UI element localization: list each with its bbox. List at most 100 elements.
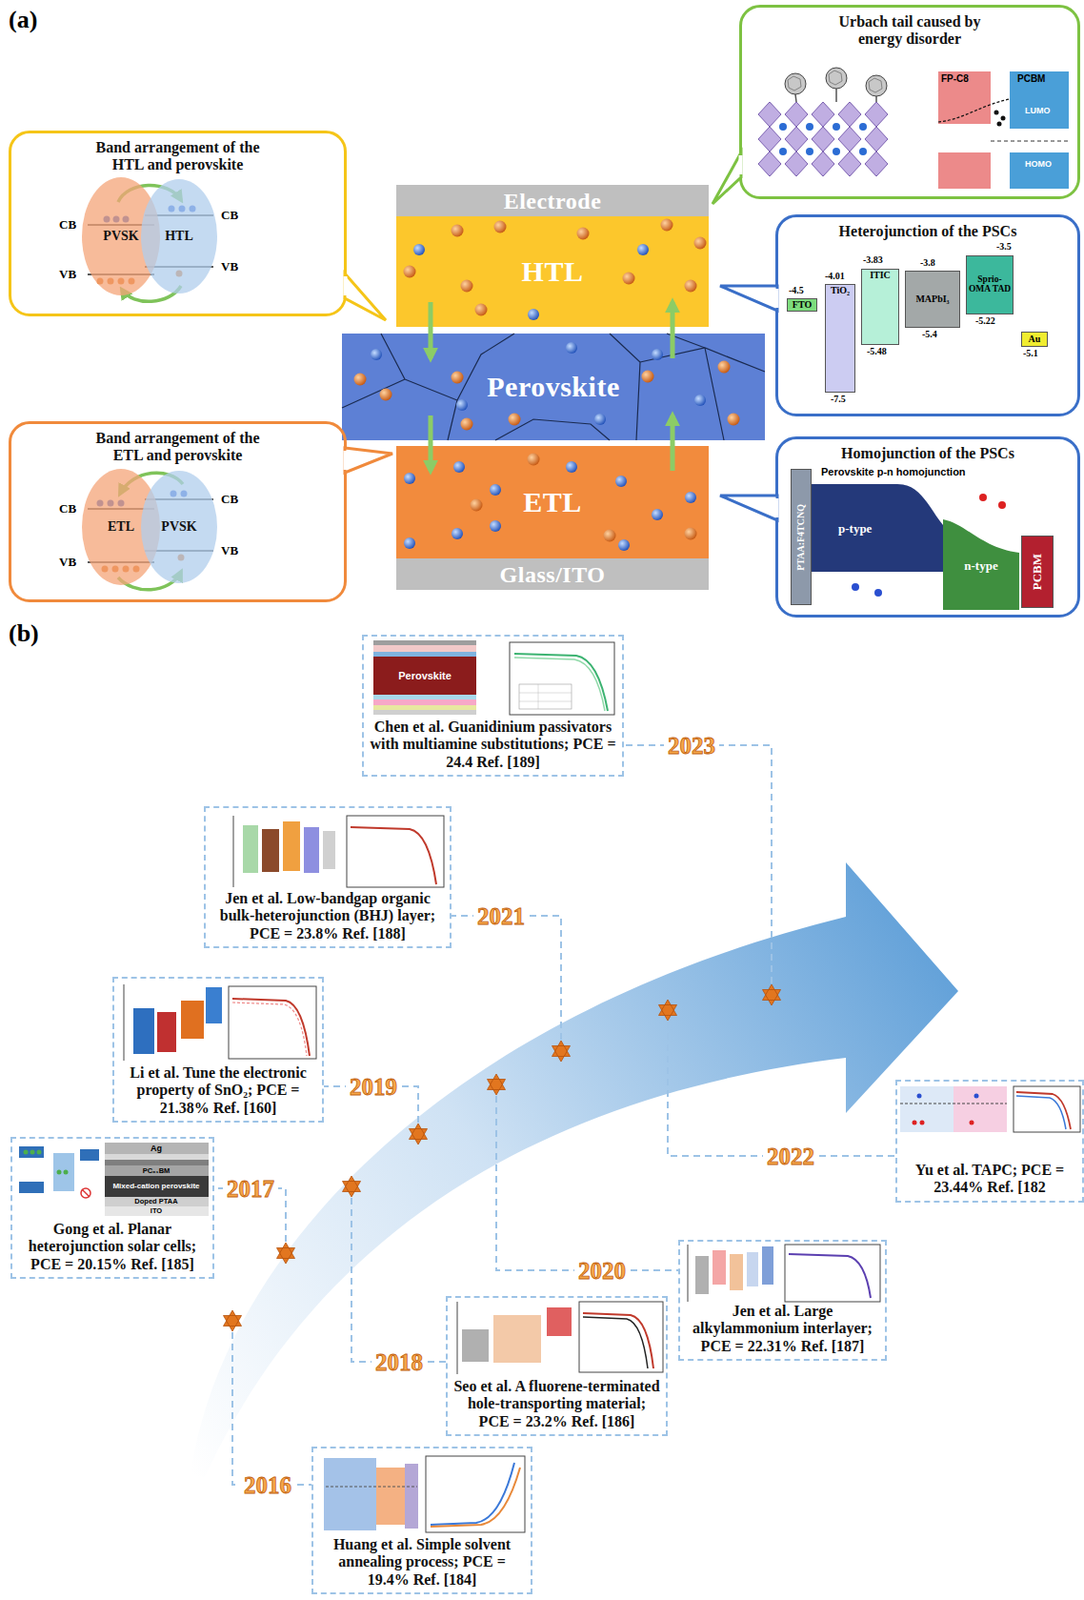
- layer-name: PC₆₁BM: [142, 1166, 171, 1175]
- electron-carrier: [489, 483, 502, 496]
- electron-carrier: [413, 243, 425, 256]
- energy-level-thumbnail: [695, 1255, 709, 1294]
- bar-label: PTAA:F4TCNQ: [796, 502, 807, 572]
- energy-level-thumbnail: [57, 1169, 62, 1175]
- jv-curve-thumbnail: [430, 1466, 521, 1526]
- band-label: VB: [220, 543, 239, 557]
- panel-label: (b): [8, 621, 40, 646]
- electron-carrier: [370, 348, 382, 361]
- hole-carrier: [694, 237, 707, 250]
- energy-bar: FTO: [786, 298, 818, 312]
- year-label: 2020: [574, 1257, 630, 1284]
- device-stack: [396, 216, 709, 327]
- energy-level-thumbnail: [457, 1301, 459, 1374]
- device-stack-thumbnail: [104, 1142, 209, 1154]
- callout-title: Band arrangement of the HTL and perovski…: [82, 139, 274, 175]
- energy-level-thumbnail: [461, 1328, 489, 1362]
- energy-level-thumbnail: [376, 1466, 405, 1525]
- urbach-band-diagram: [938, 71, 1069, 189]
- energy-bar: TiO₂: [824, 283, 856, 393]
- timeline-arrow: [190, 862, 959, 1477]
- jv-curve-thumbnail: [346, 815, 444, 887]
- hole-carrier: [451, 224, 464, 238]
- perovskite-crystal: [864, 101, 888, 127]
- bar-label: Sprio-OMA TAD: [966, 274, 1013, 296]
- timeline-leader: [232, 1320, 312, 1485]
- jv-curve-thumbnail: [228, 985, 317, 1059]
- device-stack: [341, 184, 765, 590]
- urbach-band-diagram: [990, 140, 1069, 142]
- doping-region: n-type: [943, 519, 1020, 610]
- perovskite-crystal: [868, 78, 883, 93]
- perovskite-crystal: [838, 151, 862, 177]
- energy-level-thumbnail: [37, 1149, 42, 1155]
- electron-carrier: [456, 399, 468, 411]
- milestone-star: [487, 1073, 506, 1095]
- perovskite-crystal: [784, 101, 808, 127]
- jv-curve-thumbnail: [509, 642, 615, 715]
- perovskite-crystal: [825, 67, 847, 89]
- hole-carrier: [475, 303, 488, 317]
- jv-curve-thumbnail: [509, 642, 615, 715]
- layer-label: Perovskite: [486, 372, 620, 402]
- device-stack: [396, 184, 709, 217]
- hole-carrier: [661, 219, 674, 232]
- energy-bar: PTAA:F4TCNQ: [790, 468, 812, 605]
- electron-carrier: [527, 308, 540, 321]
- device-stack-thumbnail: [373, 656, 477, 695]
- device-stack-thumbnail: [373, 694, 477, 700]
- energy-level-thumbnail: [81, 1188, 90, 1197]
- material-label: PCBM: [1017, 74, 1045, 84]
- callout-tail: [712, 152, 742, 204]
- panel-label: (a): [8, 7, 38, 33]
- layer-band: HTL: [396, 216, 709, 327]
- band-ellipse: PVSK: [140, 470, 218, 583]
- jv-curve-thumbnail: [425, 1455, 525, 1532]
- energy-level-thumbnail: [546, 1306, 572, 1336]
- callout-title: Heterojunction of the PSCs: [784, 222, 1071, 241]
- electron-carrier: [565, 461, 578, 473]
- energy-level-thumbnail: [900, 1085, 1007, 1132]
- energy-value: -4.5: [788, 285, 804, 296]
- layer-name: Perovskite: [398, 670, 452, 682]
- hole-carrier: [451, 371, 464, 384]
- energy-level-thumbnail: [917, 1093, 980, 1099]
- urbach-band-diagram: [1001, 116, 1006, 121]
- jv-curve-thumbnail: [582, 1316, 648, 1368]
- layer-name: Mixed-cation perovskite: [112, 1182, 200, 1190]
- region-label: n-type: [963, 559, 998, 572]
- jv-curve-thumbnail: [514, 653, 608, 711]
- electron-carrier: [489, 520, 502, 532]
- electron-carrier: [684, 491, 697, 503]
- timeline-leader: [496, 1084, 679, 1270]
- energy-level-thumbnail: [322, 830, 336, 869]
- band-label: CB: [220, 208, 239, 221]
- energy-level-thumbnail: [303, 826, 320, 873]
- milestone-text: Yu et al. TAPC; PCE = 23.44% Ref. [182: [901, 1161, 1079, 1197]
- perovskite-crystal: [835, 88, 838, 102]
- device-stack-thumbnail: [373, 644, 477, 652]
- callout-tail: [775, 288, 780, 308]
- hole-carrier: [403, 265, 417, 279]
- urbach-band-diagram: [994, 110, 1006, 127]
- grain-boundary: [609, 333, 765, 441]
- perovskite-crystal: [758, 67, 888, 177]
- perovskite-crystal: [784, 73, 806, 95]
- transfer-arrow: [670, 415, 676, 471]
- jv-curve-thumbnail: [582, 1312, 654, 1368]
- electron-carrier: [565, 341, 578, 354]
- device-stack-thumbnail: [373, 640, 477, 715]
- band-label: VB: [220, 260, 239, 273]
- level-label: HOMO: [1024, 160, 1052, 169]
- energy-bar: Sprio-OMA TAD: [965, 255, 1014, 315]
- layer-label: Electrode: [503, 189, 603, 213]
- perovskite-crystal: [784, 151, 808, 177]
- milestone-star: [223, 983, 782, 1331]
- callout-tail: [343, 450, 348, 470]
- milestone-text: Jen et al. Large alkylammonium interlaye…: [683, 1302, 882, 1355]
- milestone-text: Gong et al. Planar heterojunction solar …: [16, 1220, 209, 1273]
- device-stack-thumbnail: [104, 1142, 209, 1216]
- year-label: 2021: [473, 903, 529, 929]
- perovskite-crystal: [832, 122, 841, 131]
- urbach-band-diagram: [997, 121, 1003, 127]
